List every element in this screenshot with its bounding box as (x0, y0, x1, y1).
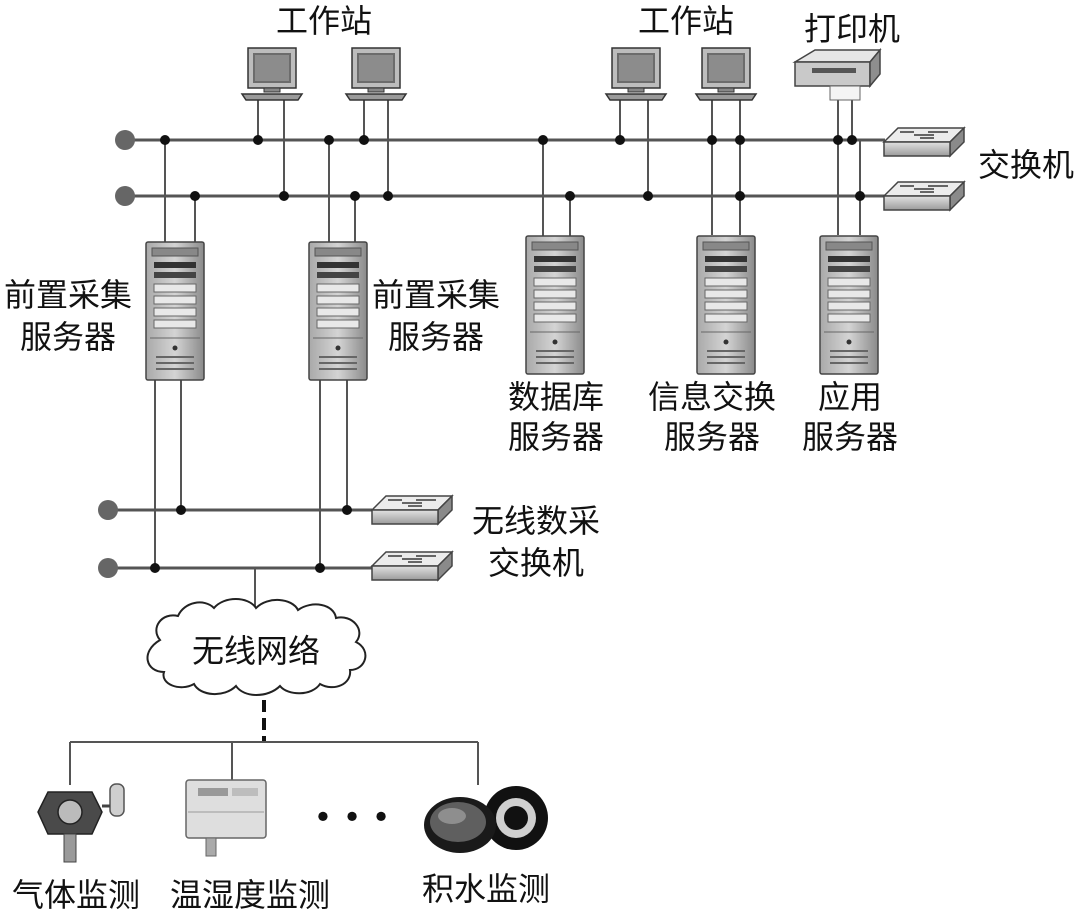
workstation-3 (605, 47, 667, 101)
front-server-2 (308, 241, 368, 381)
app-server-label-line2: 服务器 (802, 418, 898, 456)
wireless-switch-label-line2: 交换机 (488, 544, 584, 582)
workstation-2 (345, 47, 407, 101)
wireless-network-label: 无线网络 (192, 632, 320, 670)
sensor-temp-humidity-label: 温湿度监测 (170, 876, 330, 914)
printer-icon (792, 47, 882, 101)
workstation-right-label: 工作站 (638, 2, 734, 40)
gas-sensor-icon (37, 783, 125, 863)
sensor-gas-label: 气体监测 (12, 876, 140, 914)
front-server-1-label-line1: 前置采集 (4, 276, 132, 314)
app-server-label-line1: 应用 (818, 378, 882, 416)
app-server (819, 235, 879, 375)
front-server-1 (145, 241, 205, 381)
workstation-1 (241, 47, 303, 101)
main-switch-1 (883, 127, 965, 157)
main-switch-2 (883, 181, 965, 211)
water-sensor-icon (424, 786, 548, 853)
db-server-label-line1: 数据库 (508, 378, 604, 416)
db-server (525, 235, 585, 375)
front-server-2-label-line1: 前置采集 (372, 276, 500, 314)
exchange-server-label-line2: 服务器 (664, 418, 760, 456)
wireless-cloud-icon (146, 598, 367, 696)
sensor-water-label: 积水监测 (422, 870, 550, 908)
main-switch-label: 交换机 (978, 146, 1074, 184)
workstation-left-label: 工作站 (276, 2, 372, 40)
wireless-endpoint-2 (98, 558, 118, 578)
backbone-endpoint-2 (115, 186, 135, 206)
front-server-2-label-line2: 服务器 (388, 318, 484, 356)
printer-label: 打印机 (804, 10, 900, 48)
wireless-endpoint-1 (98, 500, 118, 520)
wireless-switch-1 (371, 495, 453, 525)
temp-humidity-sensor-icon (185, 779, 267, 857)
wireless-switch-label-line1: 无线数采 (472, 502, 600, 540)
backbone-endpoint-1 (115, 130, 135, 150)
front-server-1-label-line2: 服务器 (20, 318, 116, 356)
db-server-label-line2: 服务器 (508, 418, 604, 456)
exchange-server (696, 235, 756, 375)
ellipsis: • • • (314, 798, 391, 836)
wireless-switch-2 (371, 551, 453, 581)
workstation-4 (695, 47, 757, 101)
exchange-server-label-line1: 信息交换 (648, 378, 776, 416)
